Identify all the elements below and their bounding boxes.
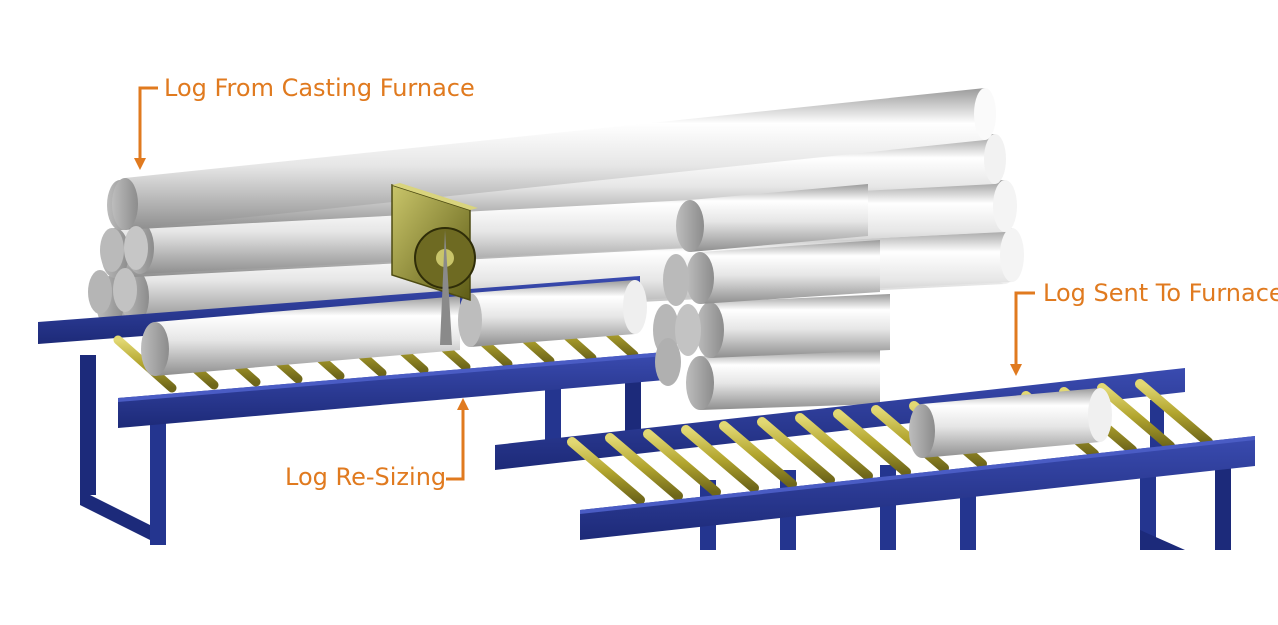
stack-log [686,350,880,410]
label-log-from-casting-furnace: Log From Casting Furnace [164,74,475,102]
stack-log [686,240,880,304]
short-log-stack [653,184,890,410]
callout-resize [446,408,465,481]
stack-log [696,294,890,358]
stack-log [112,88,996,230]
roller-row [567,379,1213,505]
furnace-conveyor [495,368,1255,550]
callout-casting [138,86,158,160]
arrow-down-icon [134,158,146,170]
label-log-re-sizing: Log Re-Sizing [285,463,447,491]
callout-sent [1014,291,1035,366]
resizing-log-long [141,296,460,376]
resizing-log-cut [458,280,647,347]
saw-unit [391,183,478,345]
arrow-down-icon [1010,364,1022,376]
label-log-sent-to-furnace: Log Sent To Furnace [1043,279,1278,307]
stack-log [676,184,868,252]
arrow-up-icon [457,398,469,410]
furnace-log [909,388,1112,458]
